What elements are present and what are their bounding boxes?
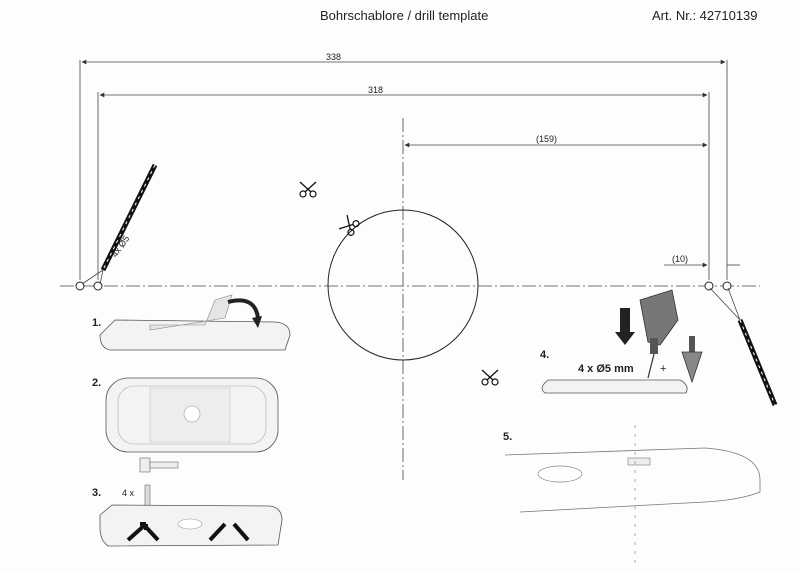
step-5-number: 5. bbox=[503, 431, 512, 443]
dimension-inner: 318 bbox=[97, 85, 710, 280]
template-title: Bohrschablore / drill template bbox=[320, 8, 489, 23]
drill-bit-icon bbox=[709, 287, 778, 406]
drill-icon bbox=[639, 289, 679, 379]
step-5-illustration: 5. bbox=[503, 425, 761, 565]
dimension-inner-label: 318 bbox=[368, 85, 383, 95]
step-3-illustration: 3. 4 x bbox=[92, 484, 283, 547]
scissors-icon bbox=[299, 181, 317, 198]
dimension-overall: 338 bbox=[79, 52, 728, 280]
dimension-offset: (10) bbox=[664, 254, 740, 268]
dimension-overall-label: 338 bbox=[326, 52, 341, 62]
plus-sign: + bbox=[660, 363, 666, 375]
drill-hole-marks bbox=[75, 281, 732, 291]
countersink-icon bbox=[681, 336, 703, 384]
step-1-illustration: 1. bbox=[92, 294, 291, 351]
drill-bit-icon: 4x Ø5 bbox=[81, 163, 158, 285]
arrow-down-icon bbox=[620, 308, 630, 334]
step-4-illustration: 4. 4 x Ø5 mm + bbox=[540, 289, 703, 394]
step-4-instruction: 4 x Ø5 mm bbox=[578, 363, 634, 375]
scissors-icon bbox=[481, 369, 499, 386]
step-2-number: 2. bbox=[92, 377, 101, 389]
dimension-half: (159) bbox=[404, 134, 708, 148]
step-3-quantity: 4 x bbox=[122, 488, 135, 498]
article-number: Art. Nr.: 42710139 bbox=[652, 8, 758, 23]
step-3-number: 3. bbox=[92, 487, 101, 499]
hammer-icon bbox=[139, 457, 179, 473]
step-1-number: 1. bbox=[92, 317, 101, 329]
step-2-illustration: 2. bbox=[92, 377, 279, 453]
dimension-half-label: (159) bbox=[536, 134, 557, 144]
step-4-number: 4. bbox=[540, 349, 549, 361]
center-cutout-circle bbox=[327, 209, 479, 361]
dimension-offset-label: (10) bbox=[672, 254, 688, 264]
